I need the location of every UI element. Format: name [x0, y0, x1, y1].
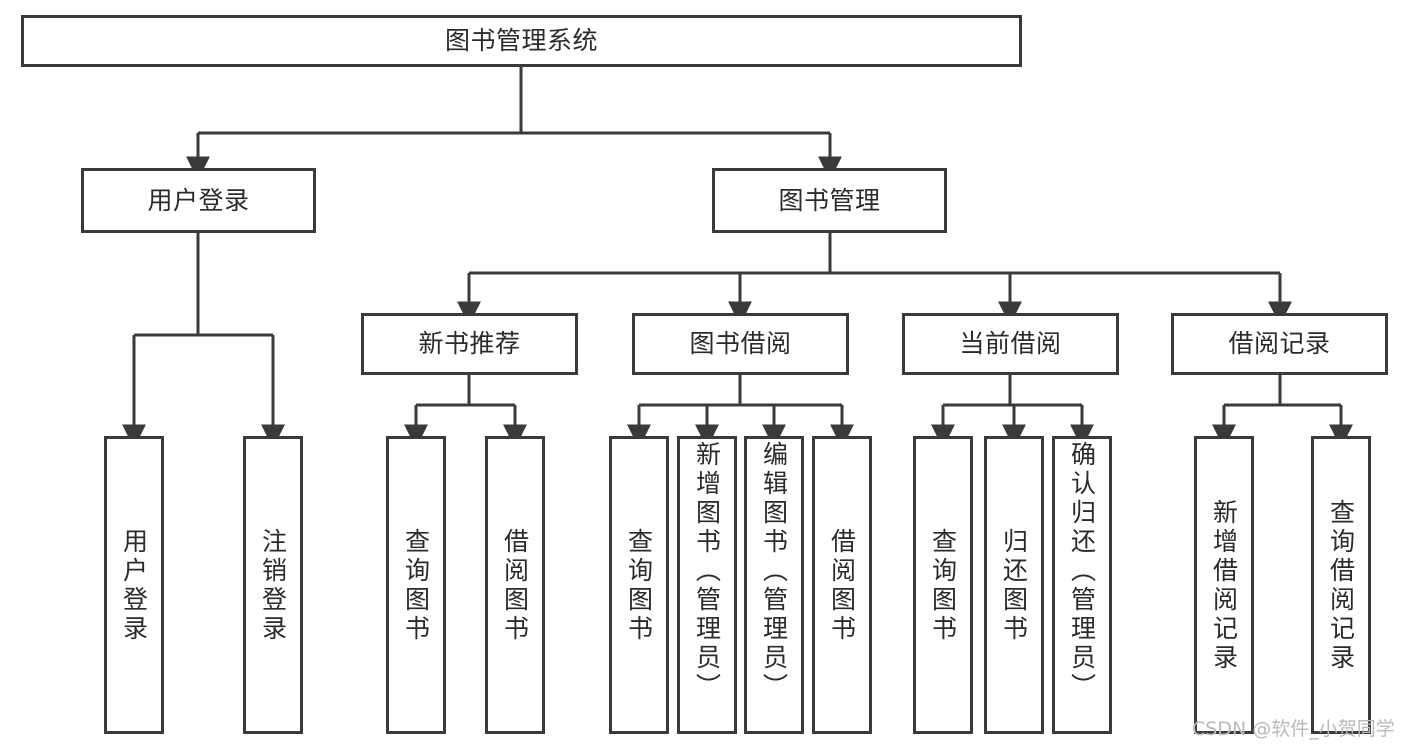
- node-leaf-borrow-book-recommend[interactable]: 借阅图书: [485, 436, 545, 734]
- node-leaf-query-borrow-record-label: 查询借阅记录: [1326, 499, 1356, 673]
- node-book-borrow-label: 图书借阅: [689, 329, 792, 359]
- node-leaf-edit-book[interactable]: 编辑图书（管理员）: [744, 436, 804, 734]
- node-leaf-user-login-label: 用户登录: [119, 528, 149, 644]
- node-borrow-record-label: 借阅记录: [1228, 329, 1331, 359]
- node-leaf-user-login[interactable]: 用户登录: [104, 436, 164, 734]
- node-leaf-borrow-book-recommend-label: 借阅图书: [500, 528, 530, 644]
- node-leaf-query-book-borrow[interactable]: 查询图书: [609, 436, 669, 734]
- node-book-management-label: 图书管理: [778, 185, 881, 215]
- node-leaf-add-book-label: 新增图书（管理员）: [692, 441, 722, 702]
- node-leaf-return-book-label: 归还图书: [999, 528, 1029, 644]
- node-leaf-borrow-book-label: 借阅图书: [827, 528, 857, 644]
- node-leaf-query-book-current-label: 查询图书: [928, 528, 958, 644]
- node-book-borrow[interactable]: 图书借阅: [632, 313, 849, 375]
- node-leaf-add-borrow-record[interactable]: 新增借阅记录: [1194, 436, 1254, 734]
- node-user-login-label: 用户登录: [147, 185, 250, 215]
- node-borrow-record[interactable]: 借阅记录: [1171, 313, 1388, 375]
- node-root[interactable]: 图书管理系统: [21, 15, 1022, 67]
- node-leaf-query-book-borrow-label: 查询图书: [624, 528, 654, 644]
- node-current-borrow-label: 当前借阅: [959, 329, 1062, 359]
- node-leaf-user-logout[interactable]: 注销登录: [243, 436, 303, 734]
- node-leaf-edit-book-label: 编辑图书（管理员）: [759, 441, 789, 702]
- node-leaf-add-book[interactable]: 新增图书（管理员）: [677, 436, 737, 734]
- node-leaf-confirm-return[interactable]: 确认归还（管理员）: [1052, 436, 1112, 734]
- node-user-login[interactable]: 用户登录: [81, 168, 316, 233]
- node-leaf-return-book[interactable]: 归还图书: [984, 436, 1044, 734]
- node-leaf-confirm-return-label: 确认归还（管理员）: [1067, 441, 1097, 702]
- node-leaf-query-book-recommend[interactable]: 查询图书: [386, 436, 446, 734]
- node-leaf-user-logout-label: 注销登录: [258, 528, 288, 644]
- node-leaf-query-book-current[interactable]: 查询图书: [913, 436, 973, 734]
- node-root-label: 图书管理系统: [444, 26, 598, 56]
- node-book-management[interactable]: 图书管理: [712, 168, 947, 233]
- node-leaf-add-borrow-record-label: 新增借阅记录: [1209, 499, 1239, 673]
- node-leaf-query-borrow-record[interactable]: 查询借阅记录: [1311, 436, 1371, 734]
- csdn-watermark: CSDN @软件_小贺同学: [1192, 718, 1395, 740]
- node-leaf-borrow-book[interactable]: 借阅图书: [812, 436, 872, 734]
- node-new-book-recommend[interactable]: 新书推荐: [361, 313, 578, 375]
- node-leaf-query-book-recommend-label: 查询图书: [401, 528, 431, 644]
- node-current-borrow[interactable]: 当前借阅: [902, 313, 1119, 375]
- node-new-book-recommend-label: 新书推荐: [418, 329, 521, 359]
